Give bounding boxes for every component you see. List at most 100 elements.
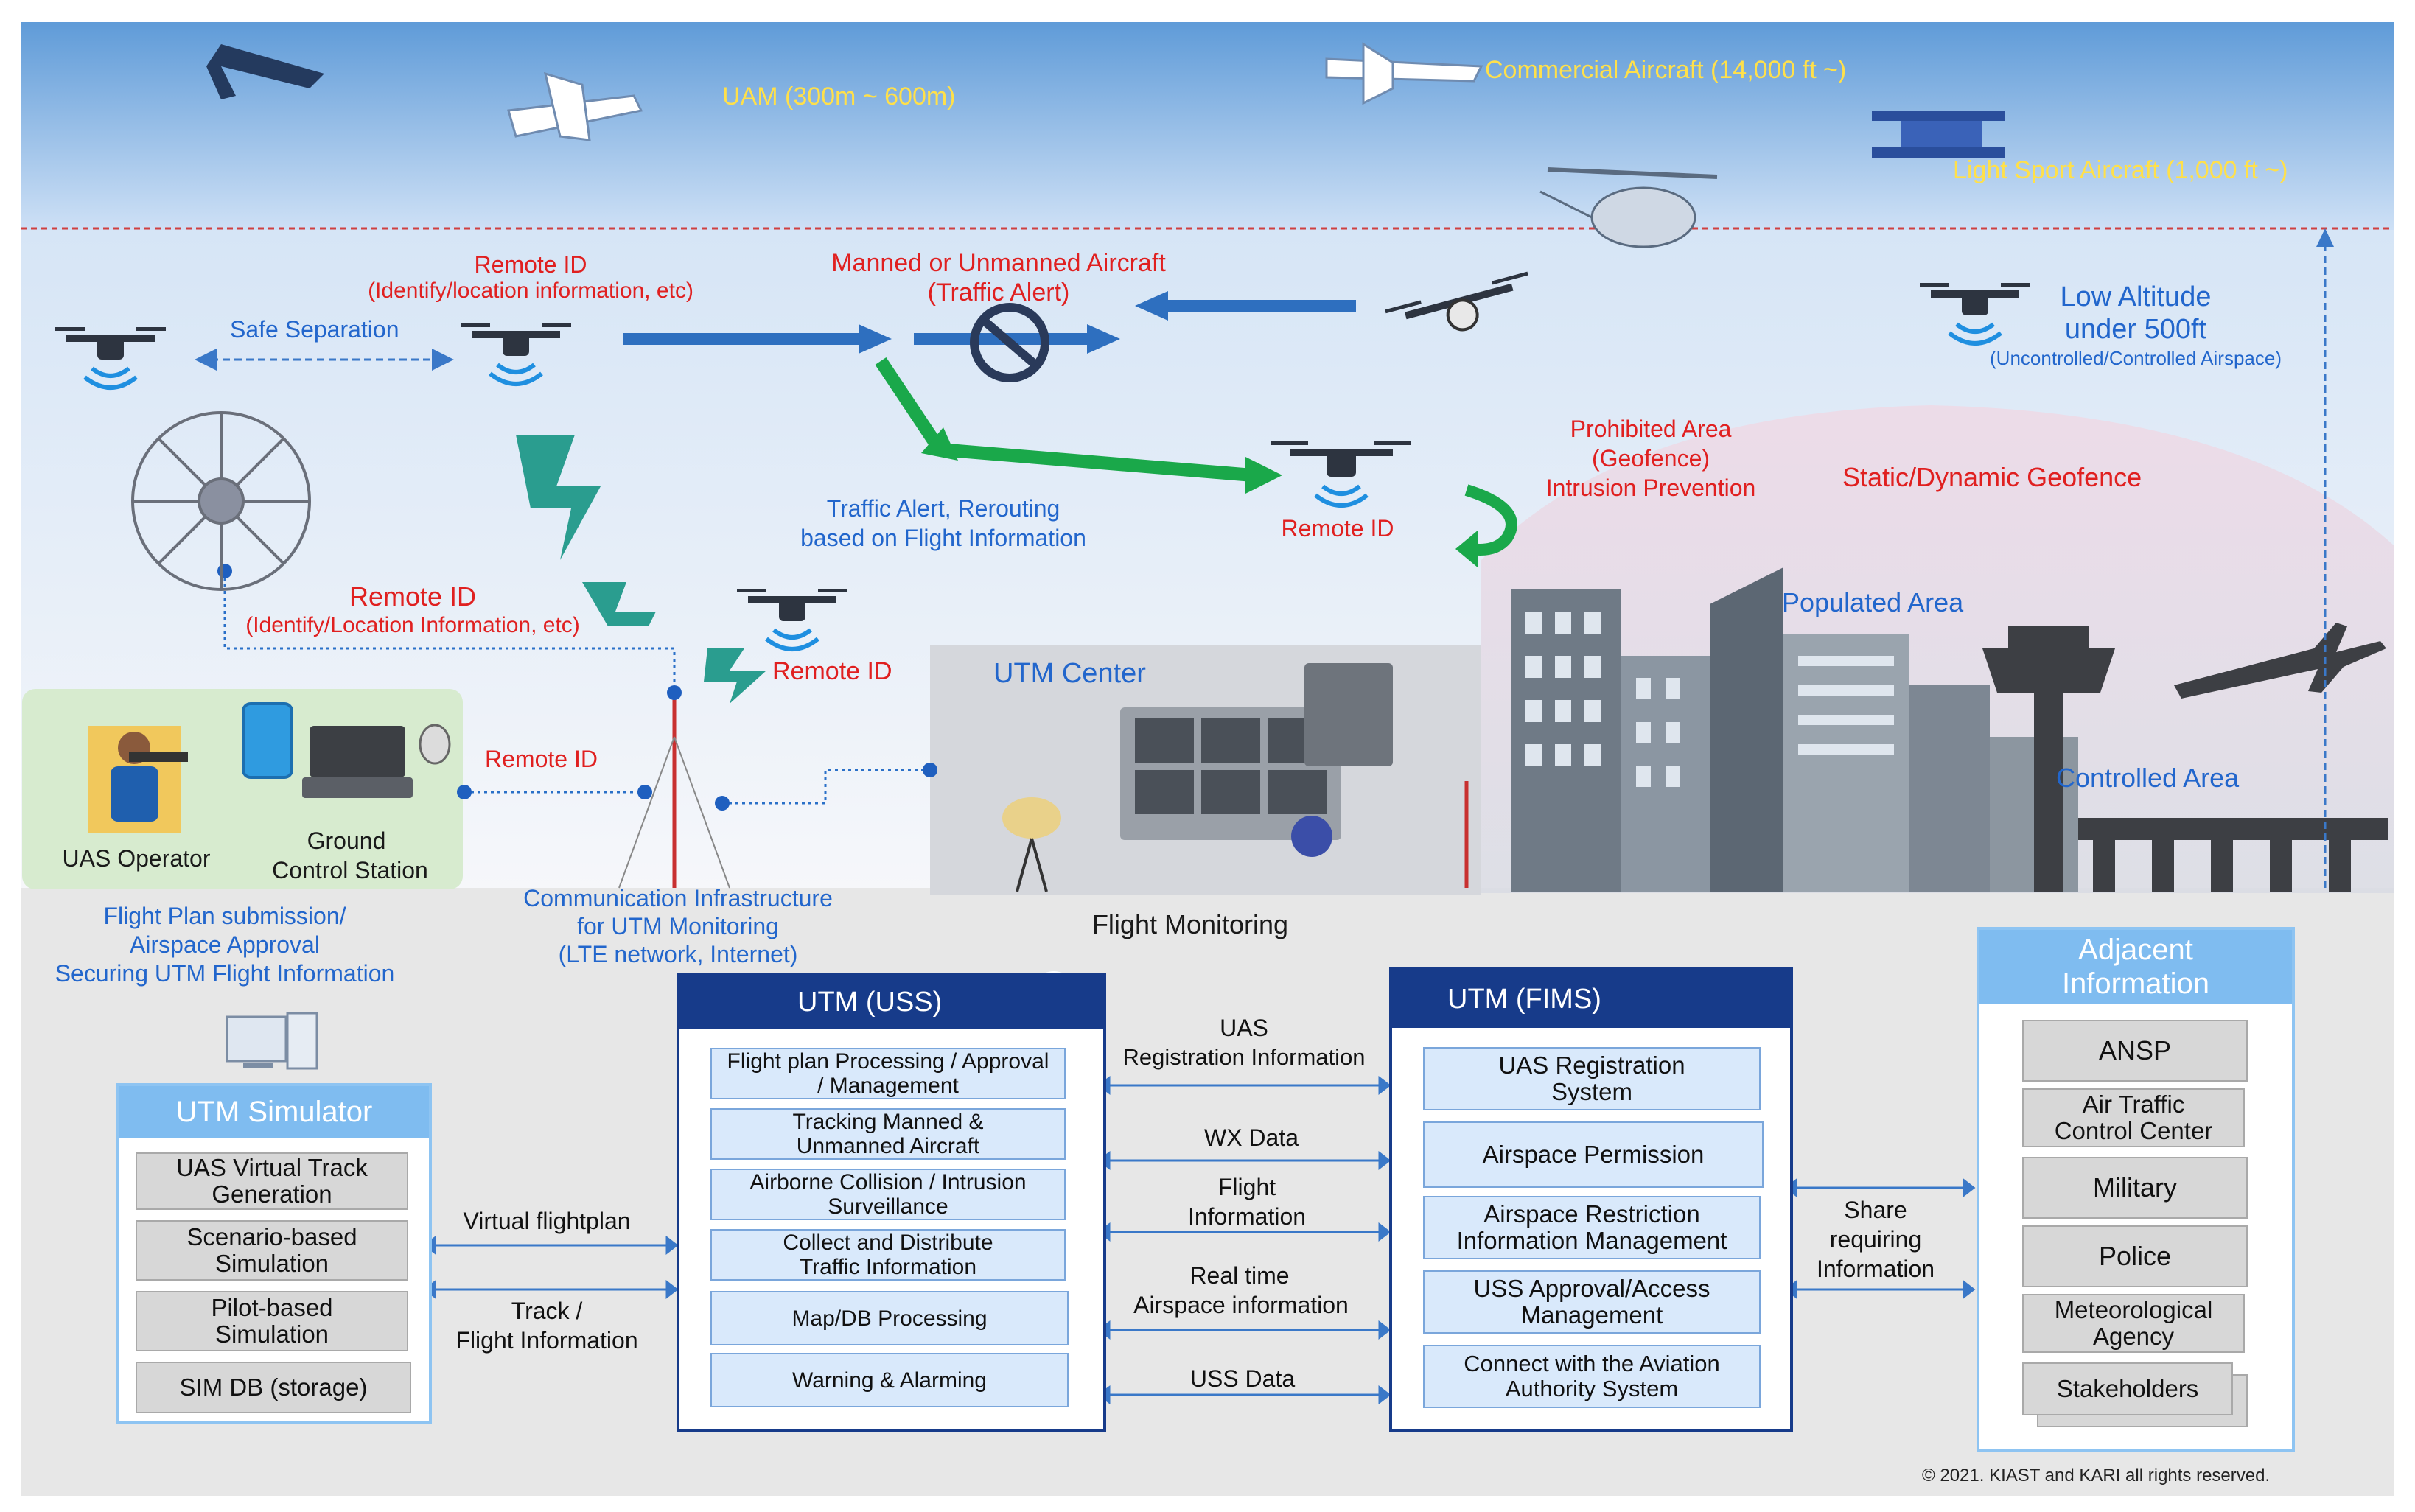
populated-area-label: Populated Area — [1782, 587, 1964, 617]
utm-center-label: UTM Center — [993, 658, 1146, 689]
reroute-arrows — [875, 357, 1517, 567]
share-label-3: Information — [1816, 1256, 1935, 1282]
adjacent-item-police: Police — [2022, 1225, 2248, 1287]
track-label-1: Track / — [511, 1298, 583, 1324]
traffic-reroute-label-1: Traffic Alert, Rerouting — [826, 495, 1060, 522]
computer-icon — [226, 1012, 318, 1070]
radar-dish — [1002, 797, 1061, 892]
remote-id-top-label: Remote ID — [474, 251, 587, 278]
fims-item-registration: UAS Registration System — [1423, 1047, 1761, 1110]
manned-unmanned-label: Manned or Unmanned Aircraft — [831, 249, 1166, 277]
controlled-area-label: Controlled Area — [2056, 763, 2240, 793]
fims-item-uss-approval: USS Approval/Access Management — [1423, 1270, 1761, 1334]
flight-info-label-1: Flight — [1217, 1174, 1276, 1200]
monitoring-console — [1120, 663, 1393, 857]
traffic-alert-label: (Traffic Alert) — [927, 279, 1070, 307]
remote-id-ground-label: Remote ID — [485, 746, 598, 772]
remote-id-links — [223, 571, 930, 805]
building-windows — [1525, 612, 1894, 787]
flight-plan-label-1: Flight Plan submission/ — [103, 903, 346, 929]
fims-item-aviation-authority: Connect with the Aviation Authority Syst… — [1423, 1345, 1761, 1408]
uam-plane — [507, 71, 643, 141]
airspace-type-label: (Uncontrolled/Controlled Airspace) — [1990, 347, 2282, 369]
flight-plan-label-3: Securing UTM Flight Information — [55, 960, 395, 987]
uas-operator-label: UAS Operator — [62, 845, 211, 872]
uam-label: UAM (300m ~ 600m) — [722, 83, 956, 111]
commercial-plane — [1325, 42, 1483, 105]
fims-item-airspace-permission: Airspace Permission — [1423, 1121, 1764, 1188]
uss-item-traffic: Collect and Distribute Traffic Informati… — [710, 1229, 1066, 1281]
signal-waves — [83, 322, 2002, 651]
realtime-label-2: Airspace information — [1133, 1292, 1349, 1318]
airplane-silhouette — [2174, 623, 2386, 699]
uss-item-tracking: Tracking Manned & Unmanned Aircraft — [710, 1108, 1066, 1160]
intrusion-prevention-label: Intrusion Prevention — [1545, 475, 1756, 501]
adjacent-item-ansp: ANSP — [2022, 1020, 2248, 1082]
adjacent-item-atc: Air Traffic Control Center — [2022, 1088, 2245, 1147]
flight-monitoring-label: Flight Monitoring — [1091, 909, 1289, 939]
adjacent-title-2: Information — [2061, 967, 2210, 1000]
comm-infra-label-3: (LTE network, Internet) — [558, 941, 798, 967]
uss-item-collision: Airborne Collision / Intrusion Surveilla… — [710, 1169, 1066, 1220]
utm-uss-title: UTM (USS) — [679, 976, 1103, 1029]
phone-icon — [242, 702, 293, 779]
gcs-label-1: Ground — [307, 827, 386, 854]
traffic-reroute-label-2: based on Flight Information — [800, 525, 1086, 551]
sim-item-virtual-track: UAS Virtual Track Generation — [136, 1152, 408, 1210]
utm-fims-title: UTM (FIMS) — [1392, 970, 1790, 1028]
utm-fims-panel: UTM (FIMS) UAS Registration System Airsp… — [1389, 967, 1793, 1432]
low-altitude-label: Low Altitude — [2060, 281, 2212, 312]
sim-item-db: SIM DB (storage) — [136, 1362, 411, 1413]
share-label-1: Share — [1844, 1197, 1907, 1223]
adjacent-item-meteorological: Meteorological Agency — [2022, 1294, 2245, 1353]
remote-id-right-label: Remote ID — [1281, 515, 1394, 542]
geofence-label: (Geofence) — [1591, 445, 1710, 472]
comm-infra-label-1: Communication Infrastructure — [523, 885, 833, 911]
flight-info-label-2: Information — [1187, 1203, 1307, 1230]
adjacent-item-stakeholders: Stakeholders — [2022, 1362, 2233, 1415]
operator-figure — [88, 726, 188, 833]
utm-simulator-panel: UTM Simulator UAS Virtual Track Generati… — [116, 1083, 432, 1424]
realtime-label-1: Real time — [1189, 1262, 1290, 1289]
sky-band — [21, 22, 2394, 232]
safe-separation-label: Safe Separation — [230, 316, 399, 343]
sim-item-scenario: Scenario-based Simulation — [136, 1220, 408, 1281]
fims-item-restriction: Airspace Restriction Information Managem… — [1423, 1196, 1761, 1259]
signal-bolts — [516, 435, 766, 704]
sim-item-pilot: Pilot-based Simulation — [136, 1291, 408, 1351]
adjacent-item-military: Military — [2022, 1157, 2248, 1219]
virtual-flightplan-label: Virtual flightplan — [463, 1208, 631, 1234]
commercial-aircraft-label: Commercial Aircraft (14,000 ft ~) — [1485, 56, 1847, 84]
remote-id-top-sub: (Identify/location information, etc) — [368, 279, 693, 303]
helicopter — [1539, 167, 1718, 248]
gcs-label-2: Control Station — [272, 857, 428, 883]
adjacent-title-1: Adjacent — [2078, 934, 2193, 966]
uas-reg-label-2: Registration Information — [1122, 1044, 1366, 1070]
remote-id-mid-label: Remote ID — [772, 657, 892, 685]
static-dynamic-geofence-label: Static/Dynamic Geofence — [1842, 462, 2142, 492]
remote-id-left-label: Remote ID — [349, 581, 477, 612]
wx-data-label: WX Data — [1203, 1124, 1299, 1151]
drone-icons — [55, 271, 2030, 621]
uss-item-warning: Warning & Alarming — [710, 1353, 1069, 1407]
octocopter — [131, 411, 311, 591]
utm-simulator-title: UTM Simulator — [119, 1086, 429, 1138]
adjacent-information-panel: Adjacent Information ANSP Air Traffic Co… — [1977, 927, 2295, 1452]
uas-reg-label-1: UAS — [1220, 1015, 1268, 1041]
uss-item-flight-plan: Flight plan Processing / Approval / Mana… — [710, 1048, 1066, 1099]
control-tower — [1982, 626, 2388, 892]
utm-fims-title-text: UTM (FIMS) — [1447, 983, 1601, 1015]
track-label-2: Flight Information — [455, 1327, 638, 1354]
biplane — [1872, 111, 2005, 158]
sky-aircraft — [206, 44, 324, 99]
under-500ft-label: under 500ft — [2064, 314, 2207, 345]
light-sport-label: Light Sport Aircraft (1,000 ft ~) — [1953, 156, 2288, 184]
uss-data-label: USS Data — [1189, 1365, 1296, 1392]
city-buildings — [1511, 567, 2078, 892]
flight-plan-label-2: Airspace Approval — [130, 931, 320, 958]
utm-uss-panel: UTM (USS) Flight plan Processing / Appro… — [677, 973, 1106, 1432]
copyright-text: © 2021. KIAST and KARI all rights reserv… — [1922, 1466, 2271, 1485]
adjacent-title: Adjacent Information — [1979, 930, 2292, 1004]
